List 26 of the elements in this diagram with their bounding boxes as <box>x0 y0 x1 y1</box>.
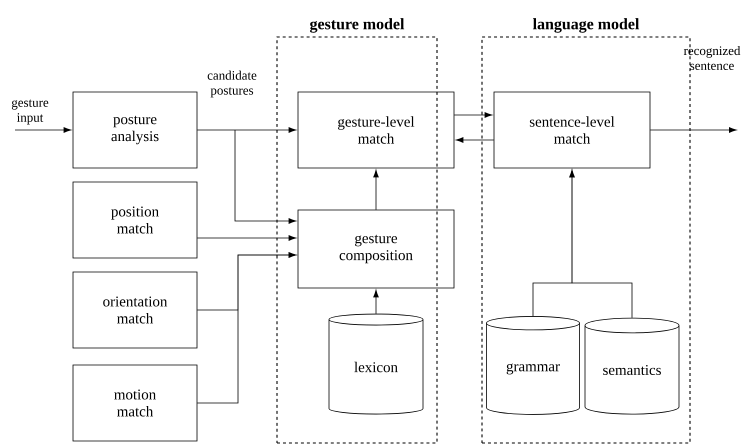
database-cylinder: grammar <box>486 316 580 415</box>
arrow <box>234 130 296 224</box>
arrow <box>373 170 379 210</box>
node-label: language model <box>532 18 640 33</box>
process-box: motion match <box>72 364 198 442</box>
arrow <box>373 290 379 314</box>
process-box: posture analysis <box>72 92 198 168</box>
arrow <box>569 170 632 318</box>
arrow <box>14 127 72 133</box>
arrow <box>197 252 296 404</box>
arrow <box>650 127 737 133</box>
database-cylinder: lexicon <box>328 314 424 414</box>
arrow <box>454 112 492 118</box>
arrow <box>197 235 296 241</box>
edge-label: gesture input <box>12 100 48 124</box>
edge-label: recognized sentence <box>684 46 740 70</box>
process-box: position match <box>72 182 198 258</box>
node-label: gesture model <box>310 18 404 33</box>
arrow <box>456 137 494 143</box>
database-cylinder: semantics <box>584 318 680 414</box>
process-box: gesture-level match <box>298 92 454 168</box>
process-box: gesture composition <box>298 210 454 288</box>
edge-label: candidate postures <box>208 70 256 98</box>
process-box: sentence-level match <box>494 92 650 168</box>
process-box: orientation match <box>72 272 198 348</box>
arrow <box>197 127 296 133</box>
